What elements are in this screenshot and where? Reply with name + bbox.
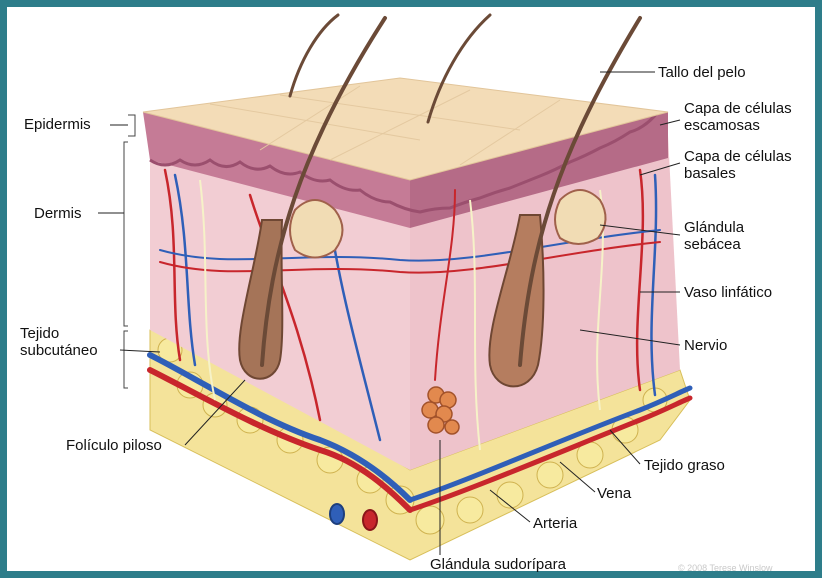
label-foliculo-piloso: Folículo piloso (66, 437, 162, 454)
credit-text: © 2008 Terese Winslow (678, 563, 773, 573)
label-tejido-graso: Tejido graso (644, 457, 725, 474)
label-capa-escamosas: Capa de células escamosas (684, 100, 792, 134)
label-vena: Vena (597, 485, 631, 502)
label-glandula-sudoripara: Glándula sudorípara (430, 556, 566, 573)
label-glandula-sebacea: Glándula sebácea (684, 219, 744, 253)
label-arteria: Arteria (533, 515, 577, 532)
label-nervio: Nervio (684, 337, 727, 354)
label-vaso-linfatico: Vaso linfático (684, 284, 772, 301)
label-dermis: Dermis (34, 205, 82, 222)
label-tejido-subcutaneo: Tejido subcutáneo (20, 325, 98, 359)
label-capa-basales: Capa de células basales (684, 148, 792, 182)
label-epidermis: Epidermis (24, 116, 91, 133)
label-tallo-del-pelo: Tallo del pelo (658, 64, 746, 81)
layer-brackets (124, 115, 135, 388)
